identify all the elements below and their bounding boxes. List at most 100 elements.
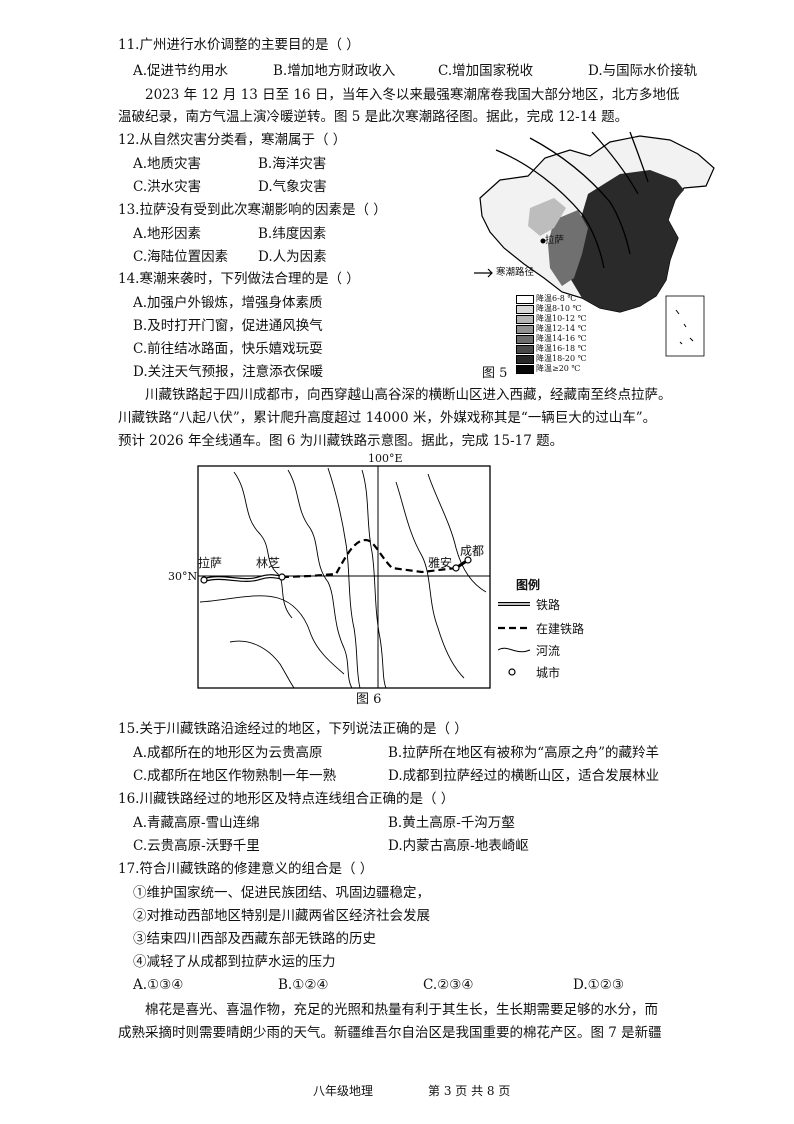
legend-label-construction: 在建铁路 xyxy=(536,622,585,636)
q12-stem: 12.从自然灾害分类看，寒潮属于（ ） xyxy=(118,132,347,148)
cooling-zone-light xyxy=(528,198,566,236)
legend-label-city: 城市 xyxy=(536,666,561,680)
city-yaan-dot xyxy=(452,564,460,572)
lhasa-label: 拉萨 xyxy=(545,235,565,246)
cold-wave-route-2 xyxy=(529,137,631,255)
river-3 xyxy=(327,467,361,689)
city-label-nyingchi: 林芝 xyxy=(256,556,281,570)
footer-page-number: 第 3 页 共 8 页 xyxy=(428,1084,511,1098)
q11-option-d: D.与国际水价接轨 xyxy=(588,63,698,79)
q14-option-d: D.关注天气预报，注意添衣保暖 xyxy=(133,364,324,380)
q16-option-c: C.云贵高原-沃野千里 xyxy=(133,838,260,854)
legend-label-river: 河流 xyxy=(536,644,561,658)
cold-wave-route-3 xyxy=(591,131,639,195)
river-2 xyxy=(287,469,353,689)
intro-15-17-line-1: 川藏铁路起于四川成都市，向西穿越山高谷深的横断山区进入西藏，经藏南至终点拉萨。 xyxy=(145,387,672,403)
south-sea-inset-frame xyxy=(665,295,705,357)
city-label-yaan: 雅安 xyxy=(428,556,453,570)
city-label-chengdu: 成都 xyxy=(460,544,485,558)
legend-item-1: 降温6-8 ℃ xyxy=(516,294,576,304)
q11-option-c: C.增加国家税收 xyxy=(438,63,534,79)
intro-12-14-line-1: 2023 年 12 月 13 日至 16 日，当年入冬以来最强寒潮席卷我国大部分… xyxy=(145,87,680,103)
intro-12-14-line-2: 温破纪录，南方气温上演冷暖逆转。图 5 是此次寒潮路径图。据此，完成 12-14… xyxy=(118,109,629,125)
legend-swatch-2 xyxy=(516,304,534,314)
q11-stem: 11.广州进行水价调整的主要目的是（ ） xyxy=(118,37,360,53)
legend-label-railway: 铁路 xyxy=(536,598,561,612)
longitude-label: 100°E xyxy=(368,452,403,465)
q14-option-a: A.加强户外锻炼，增强身体素质 xyxy=(133,295,323,311)
river-5 xyxy=(395,481,465,679)
legend-river-symbol xyxy=(497,647,531,653)
q13-option-d: D.人为因素 xyxy=(258,249,327,265)
south-sea-islands xyxy=(675,309,694,345)
map-frame xyxy=(197,465,491,689)
figure-5-cold-wave-map: 拉萨 寒潮路径 降温6-8 ℃ 降温8-10 ℃ 降温10-12 ℃ 降温12-… xyxy=(470,128,720,390)
q11-option-b: B.增加地方财政收入 xyxy=(273,63,396,79)
railway-map-graphic xyxy=(197,465,531,689)
q15-option-c: C.成都所在地区作物熟制一年一熟 xyxy=(133,768,337,784)
city-nyingchi-dot xyxy=(278,573,286,581)
city-label-lhasa: 拉萨 xyxy=(198,556,223,570)
footer-subject: 八年级地理 xyxy=(313,1084,374,1098)
q17-option-c: C.②③④ xyxy=(423,977,474,993)
legend-item-4: 降温12-14 ℃ xyxy=(516,324,587,334)
q12-option-c: C.洪水灾害 xyxy=(133,179,202,195)
railway-lhasa-nyingchi-inner xyxy=(203,575,283,581)
q12-option-b: B.海洋灾害 xyxy=(258,156,327,172)
q15-stem: 15.关于川藏铁路沿途经过的地区，下列说法正确的是（ ） xyxy=(118,721,468,737)
figure-5-caption: 图 5 xyxy=(482,366,508,381)
intro-15-17-line-3: 预计 2026 年全线通车。图 6 为川藏铁路示意图。据此，完成 15-17 题… xyxy=(118,433,564,449)
intro-15-17-line-2: 川藏铁路“八起八伏”，累计爬升高度超过 14000 米，外媒戏称其是“一辆巨大的… xyxy=(118,410,657,426)
q15-option-a: A.成都所在的地形区为云贵高原 xyxy=(133,745,323,761)
q17-stem: 17.符合川藏铁路的修建意义的组合是（ ） xyxy=(118,861,374,877)
q13-option-c: C.海陆位置因素 xyxy=(133,249,229,265)
q17-statement-1: ①维护国家统一、促进民族团结、巩固边疆稳定， xyxy=(133,885,430,901)
legend-item-7: 降温18-20 ℃ xyxy=(516,354,587,364)
city-chengdu-dot xyxy=(464,556,472,564)
q11-option-a: A.促进节约用水 xyxy=(133,63,229,79)
lhasa-dot xyxy=(540,238,546,244)
legend-item-2: 降温8-10 ℃ xyxy=(516,304,581,314)
legend-swatch-8 xyxy=(516,364,534,374)
legend-title: 图例 xyxy=(516,578,541,592)
q16-option-a: A.青藏高原-雪山连绵 xyxy=(133,815,260,831)
q17-statement-4: ④减轻了从成都到拉萨水运的压力 xyxy=(133,954,336,970)
intro-cotton-line-2: 成熟采摘时则需要晴朗少雨的天气。新疆维吾尔自治区是我国重要的棉花产区。图 7 是… xyxy=(118,1025,662,1041)
q12-option-d: D.气象灾害 xyxy=(258,179,327,195)
legend-swatch-4 xyxy=(516,324,534,334)
q17-statement-3: ③结束四川西部及西藏东部无铁路的历史 xyxy=(133,931,376,947)
q14-option-b: B.及时打开门窗，促进通风换气 xyxy=(133,318,323,334)
cold-wave-route-1 xyxy=(495,149,605,269)
legend-swatch-5 xyxy=(516,334,534,344)
q17-option-a: A.①③④ xyxy=(133,977,184,993)
cold-wave-route-4 xyxy=(629,131,649,183)
q14-stem: 14.寒潮来袭时，下列做法合理的是（ ） xyxy=(118,271,360,287)
legend-swatch-6 xyxy=(516,344,534,354)
cold-wave-map-graphic xyxy=(474,131,715,357)
q15-option-d: D.成都到拉萨经过的横断山区，适合发展林业 xyxy=(388,768,660,784)
legend-city-symbol xyxy=(508,668,516,676)
railway-under-construction xyxy=(281,538,457,579)
legend-swatch-1 xyxy=(516,294,534,304)
legend-swatch-3 xyxy=(516,314,534,324)
q17-option-b: B.①②④ xyxy=(278,977,329,993)
q16-option-b: B.黄土高原-千沟万壑 xyxy=(388,815,515,831)
q17-option-d: D.①②③ xyxy=(573,977,624,993)
legend-item-5: 降温14-16 ℃ xyxy=(516,334,587,344)
city-lhasa-dot xyxy=(200,576,208,584)
q16-option-d: D.内蒙古高原-地表崎岖 xyxy=(388,838,529,854)
figure-6-railway-map: 100°E 30°N 拉萨 林芝 雅安 成都 图例 铁路 在建铁路 河流 城市 … xyxy=(160,452,600,710)
intro-cotton-line-1: 棉花是喜光、喜温作物，充足的光照和热量有利于其生长，生长期需要足够的水分，而 xyxy=(145,1002,658,1018)
legend-item-3: 降温10-12 ℃ xyxy=(516,314,587,324)
q13-stem: 13.拉萨没有受到此次寒潮影响的因素是（ ） xyxy=(118,202,387,218)
q16-stem: 16.川藏铁路经过的地形区及特点连线组合正确的是（ ） xyxy=(118,791,455,807)
q15-option-b: B.拉萨所在地区有被称为“高原之舟”的藏羚羊 xyxy=(388,745,660,761)
latitude-label: 30°N xyxy=(168,570,198,583)
q14-option-c: C.前往结冰路面，快乐嬉戏玩耍 xyxy=(133,341,323,357)
q13-option-b: B.纬度因素 xyxy=(258,226,327,242)
legend-item-6: 降温16-18 ℃ xyxy=(516,344,587,354)
q13-option-a: A.地形因素 xyxy=(133,226,202,242)
cooling-zone-mid xyxy=(548,210,588,286)
river-6 xyxy=(427,473,487,593)
